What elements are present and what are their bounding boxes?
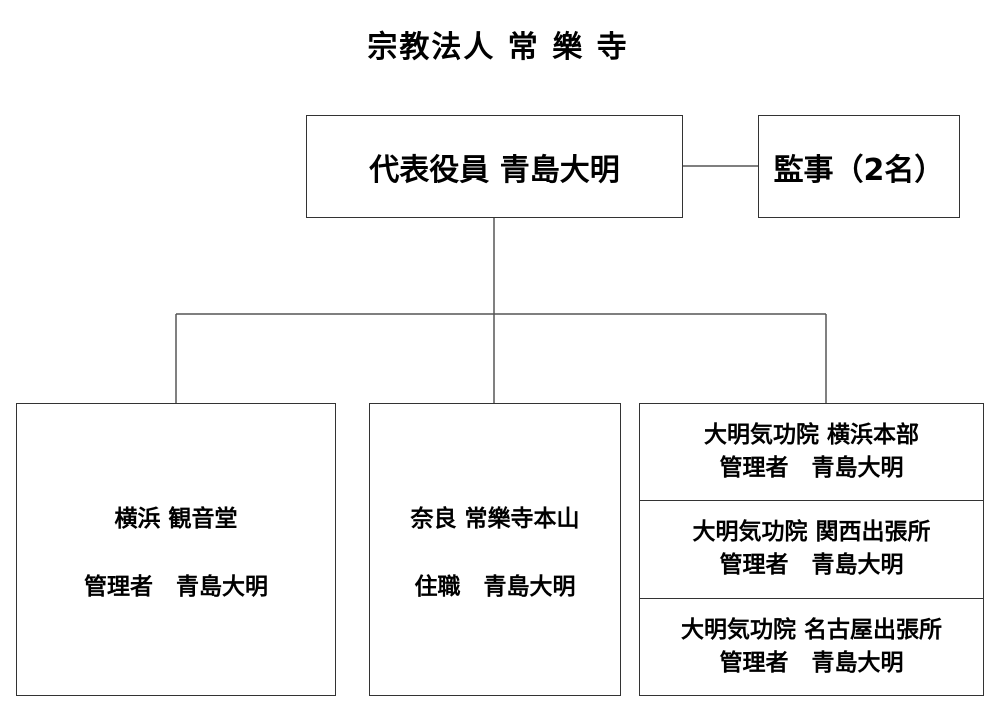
branch-role: 管理者 青島大明 bbox=[84, 573, 268, 600]
branch-name: 大明気功院 名古屋出張所 bbox=[680, 616, 942, 643]
auditor-box: 監事（2名） bbox=[758, 115, 960, 218]
representative-box: 代表役員 青島大明 bbox=[306, 115, 683, 218]
nara-honzan-box: 奈良 常樂寺本山 住職 青島大明 bbox=[369, 403, 621, 696]
branch-name: 大明気功院 横浜本部 bbox=[703, 422, 919, 449]
branch-role: 管理者 青島大明 bbox=[719, 552, 904, 579]
branch-name: 横浜 観音堂 bbox=[114, 505, 238, 532]
kikoin-nagoya-cell: 大明気功院 名古屋出張所 管理者 青島大明 bbox=[640, 597, 983, 695]
representative-label: 代表役員 青島大明 bbox=[369, 152, 620, 188]
kikoin-kansai-cell: 大明気功院 関西出張所 管理者 青島大明 bbox=[640, 500, 983, 597]
org-chart-title: 宗教法人 常 樂 寺 bbox=[367, 30, 629, 65]
auditor-label: 監事（2名） bbox=[773, 152, 945, 188]
branch-role: 管理者 青島大明 bbox=[719, 455, 904, 482]
branch-role: 管理者 青島大明 bbox=[719, 649, 904, 676]
branch-name: 大明気功院 関西出張所 bbox=[692, 519, 931, 546]
branch-name: 奈良 常樂寺本山 bbox=[410, 505, 580, 532]
branch-role: 住職 青島大明 bbox=[414, 573, 576, 600]
kikoin-stack: 大明気功院 横浜本部 管理者 青島大明 大明気功院 関西出張所 管理者 青島大明… bbox=[639, 403, 984, 696]
yokohama-kannondo-box: 横浜 観音堂 管理者 青島大明 bbox=[16, 403, 336, 696]
kikoin-yokohama-cell: 大明気功院 横浜本部 管理者 青島大明 bbox=[640, 404, 983, 500]
